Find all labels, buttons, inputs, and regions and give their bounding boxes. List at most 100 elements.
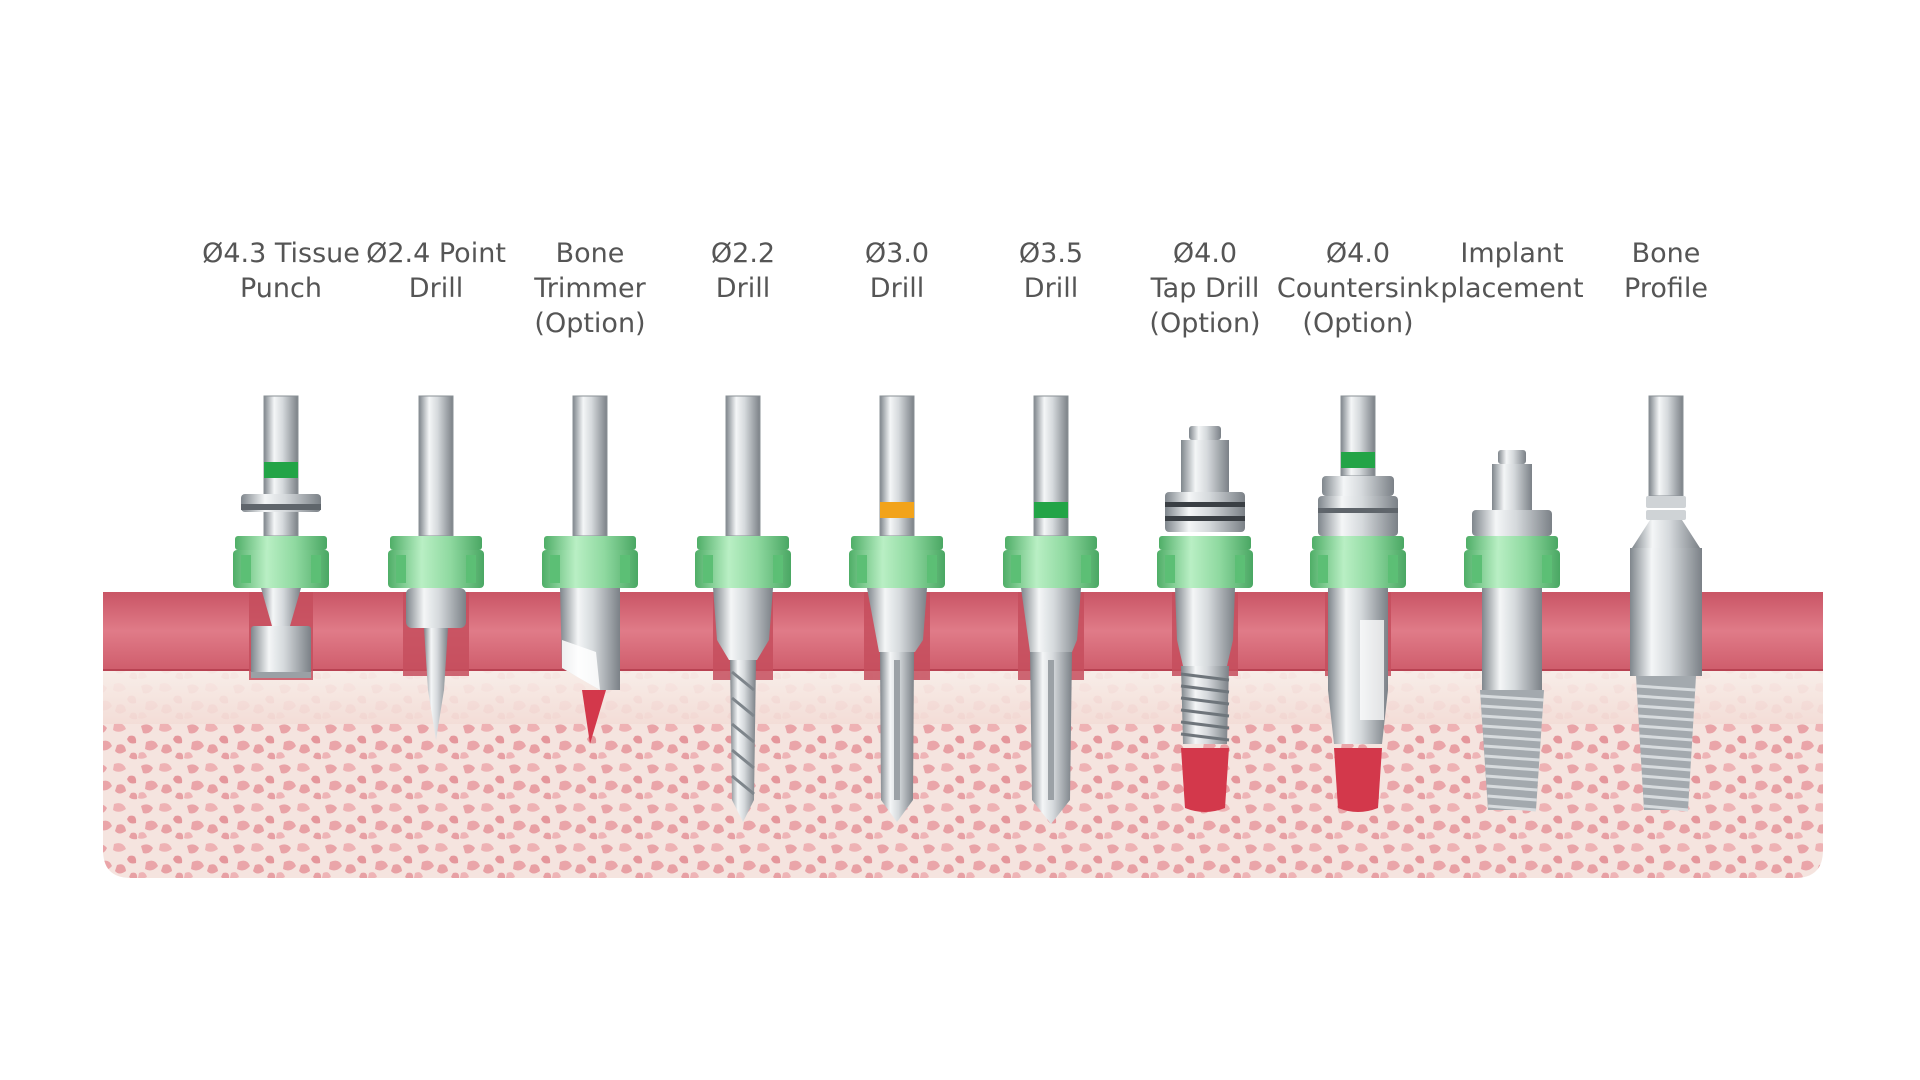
countersink-groove: [1318, 508, 1398, 513]
instrument-drill-3-0: [849, 395, 945, 822]
collar-flat-left: [1165, 555, 1175, 583]
implant-thread: [1641, 764, 1691, 772]
green-collar-top: [235, 536, 327, 550]
green-collar: [1003, 550, 1099, 588]
green-collar: [695, 550, 791, 588]
implant-thread: [1640, 754, 1692, 762]
implant-thread: [1638, 724, 1694, 732]
tap-thread-line: [1180, 696, 1230, 706]
green-collar-top: [851, 536, 943, 550]
flute-groove: [894, 660, 900, 800]
implant-thread: [1483, 744, 1541, 752]
implant-thread: [1487, 804, 1537, 812]
punch-cutter: [251, 626, 311, 678]
collar-flat-right: [1081, 555, 1091, 583]
punch-neck: [261, 588, 301, 626]
green-collar-top: [697, 536, 789, 550]
implant-thread: [1643, 794, 1689, 802]
implant-thread: [1639, 734, 1693, 742]
implant-mount-hex: [1492, 464, 1532, 510]
point-drill-tip: [424, 628, 448, 740]
implant-mount-top: [1498, 450, 1526, 464]
flute-spiral: [731, 774, 755, 796]
drill-body: [713, 588, 773, 660]
trimmer-cutting-face: [562, 640, 600, 690]
implant-thread: [1638, 714, 1694, 722]
flute-spiral: [731, 696, 755, 718]
green-collar-top: [544, 536, 636, 550]
flute-spiral: [731, 748, 755, 770]
implant-thread: [1640, 744, 1692, 752]
instrument-countersink: [1310, 395, 1406, 812]
countersink-ring-upper: [1322, 476, 1394, 496]
tap-thread-line: [1180, 672, 1230, 682]
implant-thread: [1485, 774, 1539, 782]
tap-body: [1175, 588, 1235, 666]
collar-flat-left: [703, 555, 713, 583]
collar-flat-left: [1318, 555, 1328, 583]
trimmed-bone-site: [582, 690, 606, 744]
tap-groove-1: [1165, 502, 1245, 507]
collar-flat-right: [927, 555, 937, 583]
instrument-bone-profiler: [1630, 395, 1702, 812]
implant-thread: [1480, 694, 1544, 702]
tissue-block: [103, 592, 1823, 878]
depth-marker-green: [264, 462, 298, 478]
collar-flat-right: [1388, 555, 1398, 583]
collar-flat-right: [1542, 555, 1552, 583]
implant-thread: [1481, 704, 1543, 712]
implant-thread: [1642, 784, 1690, 792]
profiler-band-2: [1646, 510, 1686, 520]
collar-flat-right: [1235, 555, 1245, 583]
osteotomy-bottom: [1334, 748, 1382, 812]
implant-thread: [1637, 704, 1695, 712]
green-collar-top: [1159, 536, 1251, 550]
depth-marker-orange: [880, 502, 914, 518]
collar-flat-left: [550, 555, 560, 583]
green-collar: [849, 550, 945, 588]
implant-thread: [1485, 764, 1539, 772]
green-collar: [1464, 550, 1560, 588]
collar-flat-left: [241, 555, 251, 583]
cortical-bone-layer: [103, 670, 1823, 724]
tool-shank: [725, 395, 761, 537]
instrument-implant: [1464, 450, 1560, 812]
collar-flat-right: [773, 555, 783, 583]
osteotomy-bottom: [1181, 748, 1229, 812]
green-collar: [542, 550, 638, 588]
flute-spiral: [731, 670, 755, 692]
green-collar: [1310, 550, 1406, 588]
tap-ring: [1165, 492, 1245, 532]
tool-shank: [572, 395, 608, 537]
instrument-point-drill: [388, 395, 484, 740]
tap-connector-top: [1189, 426, 1221, 440]
instrument-tissue-punch: [233, 395, 329, 680]
collar-flat-right: [466, 555, 476, 583]
instrument-tap-drill: [1157, 426, 1253, 812]
implant-thread: [1481, 714, 1543, 722]
implant-thread: [1483, 734, 1541, 742]
flute-spiral: [731, 722, 755, 744]
tap-thread-line: [1180, 720, 1230, 730]
implant-thread: [1641, 774, 1691, 782]
punch-teeth: [251, 672, 311, 678]
instrument-drill-3-5: [1003, 395, 1099, 824]
green-collar-top: [390, 536, 482, 550]
instrument-twist-drill: [695, 395, 791, 822]
green-collar: [233, 550, 329, 588]
implant-thread: [1487, 794, 1537, 802]
gingiva-layer: [103, 592, 1823, 670]
drill-body: [406, 588, 466, 628]
punch-groove: [241, 504, 321, 510]
instrument-row: [233, 395, 1702, 824]
